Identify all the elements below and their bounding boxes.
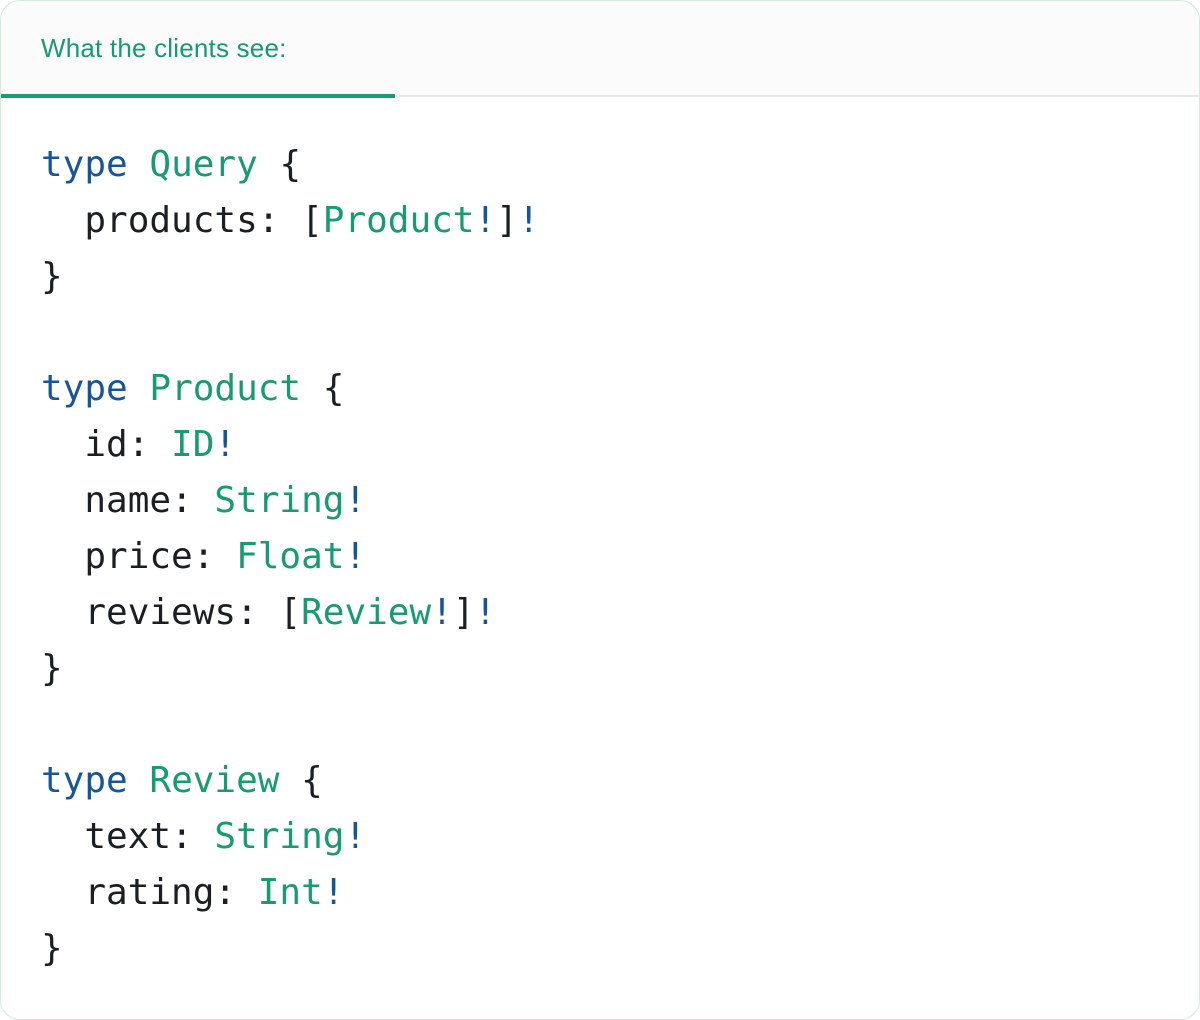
code-line: reviews: [Review!]! xyxy=(41,592,497,633)
code-line: } xyxy=(41,648,63,689)
code-line: type Review { xyxy=(41,760,323,801)
code-block: type Query { products: [Product!]!} type… xyxy=(1,97,1199,1017)
code-line: } xyxy=(41,256,63,297)
tab-bar: What the clients see: xyxy=(1,1,1199,98)
code-line: rating: Int! xyxy=(41,872,345,913)
active-tab-indicator xyxy=(1,94,395,98)
code-line: price: Float! xyxy=(41,536,367,577)
code-line xyxy=(41,697,1159,753)
code-line xyxy=(41,305,1159,361)
code-line: text: String! xyxy=(41,816,367,857)
tab-what-clients-see[interactable]: What the clients see: xyxy=(1,1,287,95)
code-line: id: ID! xyxy=(41,424,237,465)
code-line: name: String! xyxy=(41,480,367,521)
code-line: type Query { xyxy=(41,144,302,185)
code-line: products: [Product!]! xyxy=(41,200,540,241)
tab-label: What the clients see: xyxy=(41,32,287,63)
code-line: } xyxy=(41,928,63,969)
code-line: type Product { xyxy=(41,368,345,409)
